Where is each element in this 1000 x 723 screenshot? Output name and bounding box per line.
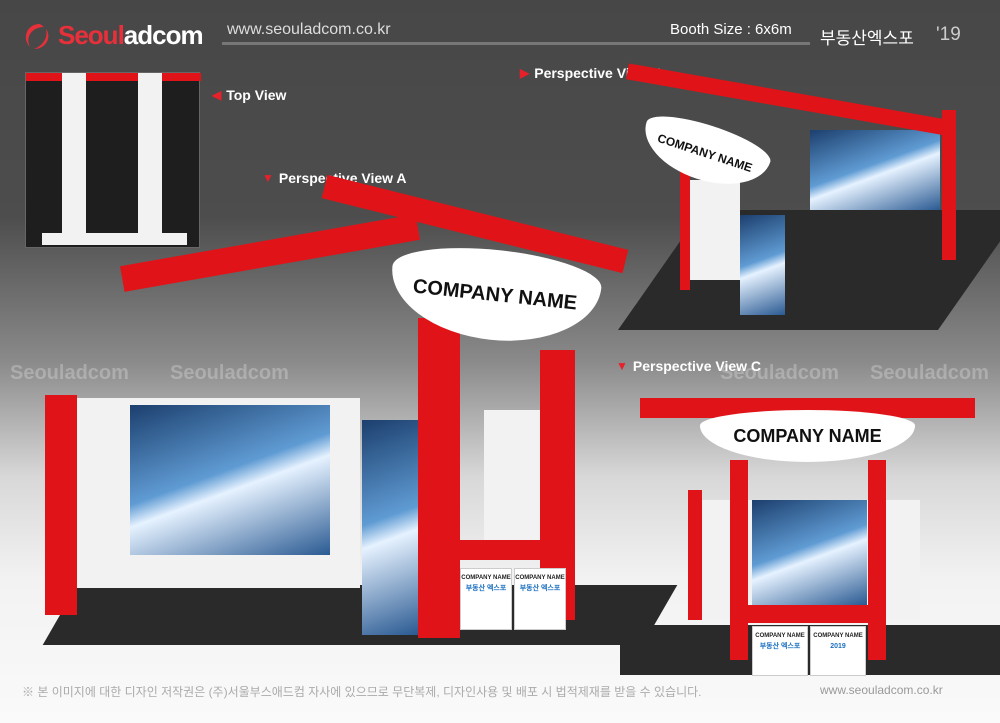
brand-suffix: adcom bbox=[123, 20, 204, 50]
expo-title: 부동산엑스포 bbox=[820, 29, 914, 48]
view-c-label: ▼Perspective View C bbox=[616, 358, 762, 374]
watermark: Seouladcom bbox=[870, 362, 989, 384]
triangle-left-icon: ◀ bbox=[212, 88, 222, 102]
triangle-down-icon: ▼ bbox=[616, 359, 628, 373]
expo-year: '19 bbox=[936, 24, 961, 45]
triangle-right-icon: ▶ bbox=[520, 66, 530, 80]
booth-size: Booth Size : 6x6m bbox=[670, 21, 792, 38]
top-view-image bbox=[25, 72, 201, 248]
brand-logo: Seouladcom bbox=[20, 20, 204, 51]
brand-prefix: Seoul bbox=[58, 20, 125, 50]
company-name-sign: COMPANY NAME bbox=[700, 410, 915, 462]
watermark: Seouladcom bbox=[720, 362, 839, 384]
copyright-notice: ※ 본 이미지에 대한 디자인 저작권은 (주)서울부스애드컴 자사에 있으므로… bbox=[22, 685, 702, 699]
triangle-down-icon: ▼ bbox=[262, 171, 274, 185]
watermark: Seouladcom bbox=[10, 362, 129, 384]
logo-swoosh-icon bbox=[25, 23, 49, 49]
footer-url[interactable]: www.seouladcom.co.kr bbox=[820, 683, 943, 697]
top-view-label: ◀Top View bbox=[212, 87, 287, 103]
watermark: Seouladcom bbox=[170, 362, 289, 384]
header-divider bbox=[222, 42, 810, 45]
website-url[interactable]: www.seouladcom.co.kr bbox=[227, 21, 391, 38]
